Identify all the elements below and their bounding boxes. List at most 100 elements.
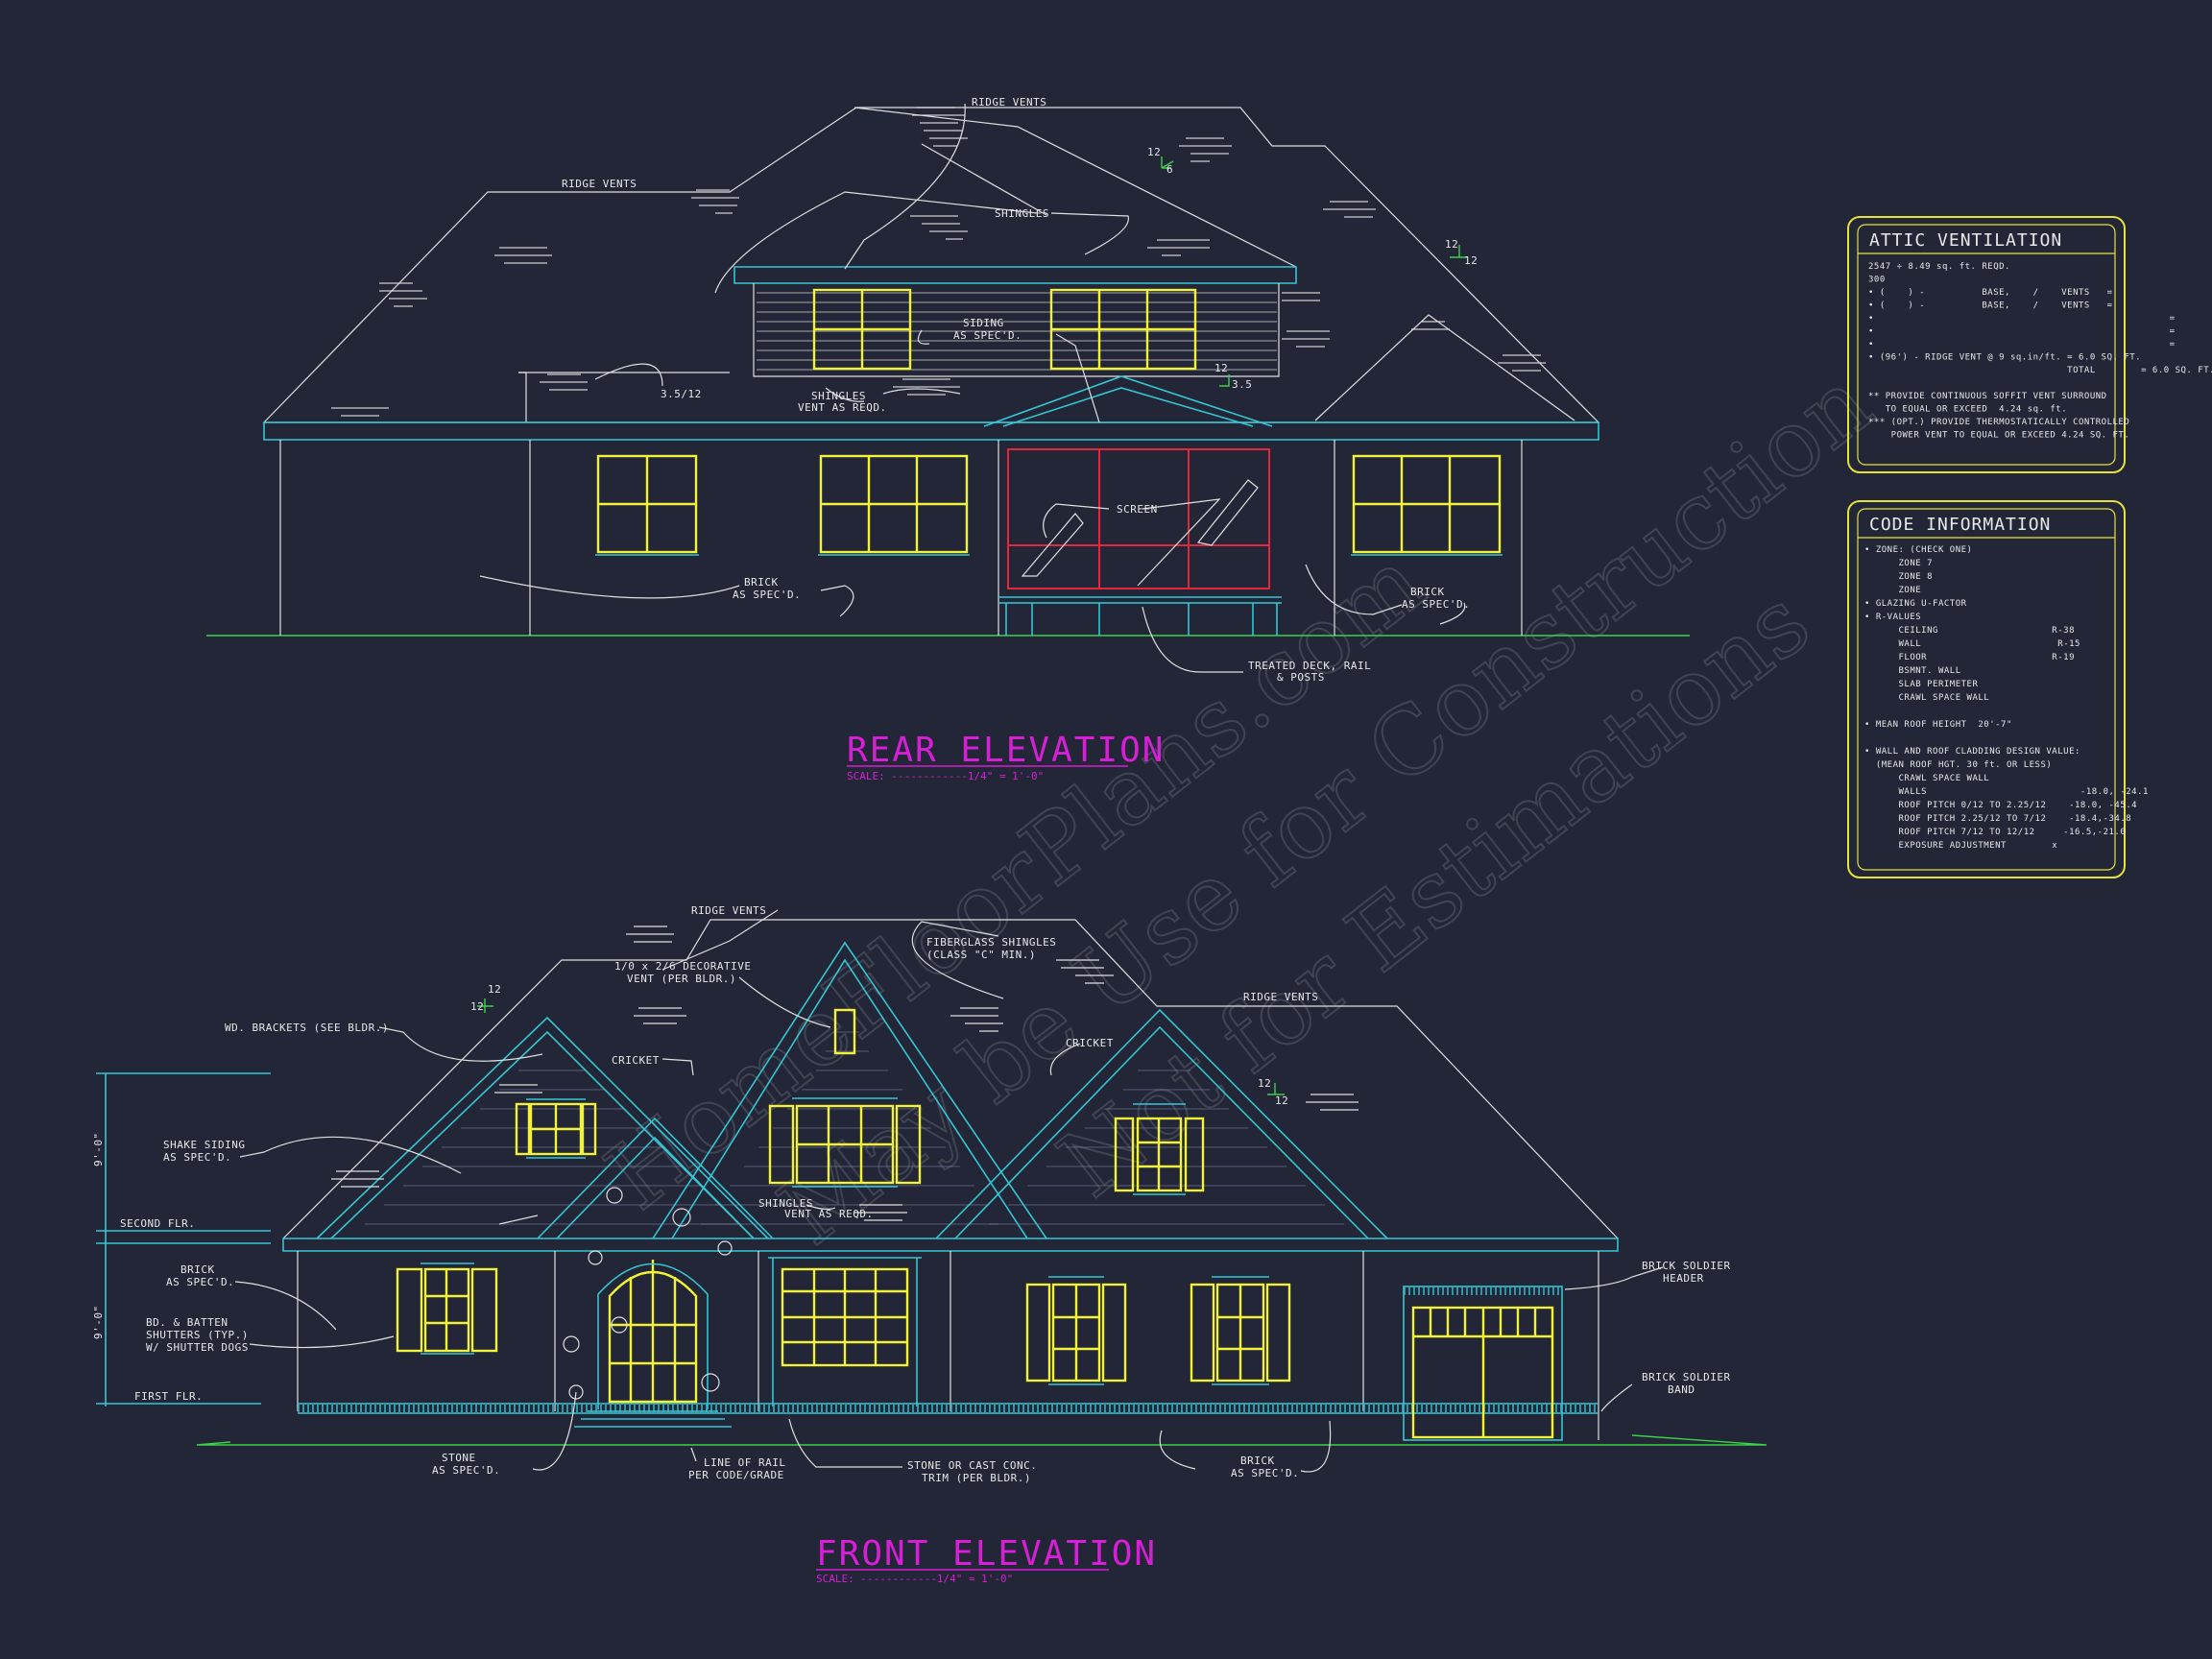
code-information-line: • R-VALUES [1864, 613, 1921, 622]
rear-dormer-siding [757, 292, 1277, 371]
rear-right-gable [1314, 314, 1575, 421]
front-elevation-title: FRONT ELEVATION [816, 1534, 1157, 1574]
rear-lower-roof-edge [518, 372, 527, 422]
front-window-right-1 [1025, 1276, 1127, 1385]
attic-ventilation-line: TOTAL = 6.0 SQ. FT. [1868, 366, 2212, 375]
rear-dormer-window-left [812, 288, 912, 371]
front-labels: RIDGE VENTS RIDGE VENTS FIBERGLASS SHING… [92, 904, 1731, 1484]
front-grade-line [196, 1434, 1767, 1446]
code-information-line: CRAWL SPACE WALL [1864, 774, 1989, 783]
front-dimension-lines [96, 1072, 271, 1407]
attic-ventilation-title: ATTIC VENTILATION [1869, 230, 2062, 251]
code-information-line: BSMNT. WALL [1864, 666, 1961, 676]
code-information-line: WALL R-15 [1864, 639, 2080, 649]
attic-ventilation-line: • = [1868, 340, 2176, 349]
front-note-rail-2: PER CODE/GRADE [688, 1469, 784, 1481]
front-pitch-12c: 12 [1258, 1077, 1271, 1090]
front-gable-left [316, 1016, 769, 1239]
front-note-fiberglass-1: FIBERGLASS SHINGLES [926, 936, 1056, 949]
rear-leaders [479, 103, 1466, 673]
front-pitch-12b: 12 [470, 1000, 484, 1013]
attic-ventilation-line: • = [1868, 314, 2176, 324]
rear-note-shingles-vent-1: SHINGLES [811, 390, 866, 402]
front-pitch-markers [477, 998, 1285, 1095]
rear-note-shingles-vent-2: VENT AS REQD. [798, 401, 887, 414]
code-information-line: ROOF PITCH 7/12 TO 12/12 -16.5,-21.0 [1864, 828, 2126, 837]
attic-ventilation-line: POWER VENT TO EQUAL OR EXCEED 4.24 SQ. F… [1868, 431, 2129, 441]
front-soldier-band [298, 1403, 1599, 1414]
front-window-right-2 [1190, 1276, 1291, 1385]
rear-pitch-12c: 12 [1464, 254, 1478, 267]
attic-ventilation-line: 300 [1868, 276, 1886, 285]
front-note-shutters-2: SHUTTERS (TYP.) [146, 1329, 249, 1341]
front-note-soldier-band-2: BAND [1668, 1383, 1695, 1396]
rear-labels: RIDGE VENTS RIDGE VENTS SHINGLES SIDING … [562, 96, 1478, 684]
rear-elevation-scale: SCALE: ------------1/4" = 1'-0" [847, 770, 1044, 782]
code-information-line: • WALL AND ROOF CLADDING DESIGN VALUE: [1864, 747, 2080, 757]
attic-ventilation-line: • ( ) - BASE, / VENTS = [1868, 301, 2113, 311]
front-note-second-flr: SECOND FLR. [120, 1217, 195, 1230]
rear-window-2 [818, 454, 970, 556]
attic-ventilation-line: • ( ) - BASE, / VENTS = [1868, 288, 2113, 298]
front-decorative-vent [833, 1008, 856, 1055]
rear-main-roof [262, 107, 1600, 423]
rear-pitch-35: 3.5 [1232, 378, 1252, 391]
attic-ventilation-line: • (96') - RIDGE VENT @ 9 sq.in/ft. = 6.0… [1868, 353, 2141, 363]
front-window-center [768, 1257, 922, 1407]
front-window-left [396, 1262, 498, 1355]
front-gable-right [935, 1008, 1388, 1239]
code-information-line: • MEAN ROOF HEIGHT 20'-7" [1864, 720, 2012, 730]
front-note-deco-vent-2: VENT (PER BLDR.) [627, 973, 736, 985]
front-note-cricket-left: CRICKET [612, 1054, 660, 1067]
front-note-brick-left-1: BRICK [180, 1263, 215, 1276]
front-note-shingles-vent-2: VENT AS REQD. [784, 1208, 874, 1220]
front-pitch-12d: 12 [1275, 1094, 1288, 1107]
attic-ventilation-line: 2547 ÷ 8.49 sq. ft. REQD. [1868, 262, 2010, 272]
rear-note-screen: SCREEN [1117, 503, 1158, 516]
rear-pitch-markers [1161, 156, 1467, 387]
front-note-brick-left-2: AS SPEC'D. [166, 1276, 234, 1288]
front-note-shutters-1: BD. & BATTEN [146, 1316, 228, 1329]
front-note-soldier-header-2: HEADER [1663, 1272, 1704, 1285]
front-wall-lines [297, 1251, 1599, 1440]
front-note-brackets: WD. BRACKETS (SEE BLDR.) [225, 1022, 389, 1034]
front-note-trim-2: TRIM (PER BLDR.) [922, 1472, 1031, 1484]
rear-note-brick-left-2: AS SPEC'D. [733, 589, 801, 601]
code-information-line: CEILING R-38 [1864, 626, 2075, 636]
attic-ventilation-line: ** PROVIDE CONTINUOUS SOFFIT VENT SURROU… [1868, 392, 2107, 401]
front-note-trim-1: STONE OR CAST CONC. [907, 1459, 1037, 1472]
code-information-line: ZONE 8 [1864, 572, 1933, 582]
rear-note-brick-right-1: BRICK [1410, 586, 1445, 598]
code-information-line: ZONE [1864, 586, 1921, 595]
front-entry-door [574, 1260, 732, 1428]
rear-window-1 [595, 454, 699, 556]
rear-dormer-eave [733, 266, 1297, 284]
code-information-title: CODE INFORMATION [1869, 515, 2051, 535]
front-brick-patches [331, 926, 1358, 1221]
front-note-brick-right-1: BRICK [1240, 1455, 1275, 1467]
front-note-soldier-header-1: BRICK SOLDIER [1642, 1260, 1731, 1272]
rear-dormer-window-right [1049, 288, 1197, 371]
rear-elevation-drawing: RIDGE VENTS RIDGE VENTS SHINGLES SIDING … [206, 96, 1690, 782]
code-information-line: SLAB PERIMETER [1864, 680, 1978, 689]
rear-note-deck-2: & POSTS [1277, 671, 1325, 684]
rear-fascia [263, 421, 1599, 441]
code-information-line: CRAWL SPACE WALL [1864, 693, 1989, 703]
front-gable-window-left [515, 1098, 597, 1159]
rear-wall-lines [279, 440, 1523, 636]
front-note-rail-1: LINE OF RAIL [704, 1456, 785, 1469]
code-information-line: WALLS -18.0, -24.1 [1864, 787, 2149, 797]
front-note-deco-vent-1: 1/0 x 2/6 DECORATIVE [614, 960, 751, 973]
rear-window-3 [1351, 454, 1503, 556]
rear-pitch-12a: 12 [1147, 146, 1161, 158]
attic-ventilation-lines: 2547 ÷ 8.49 sq. ft. REQD. 300 • ( ) - BASE… [1868, 262, 2212, 441]
front-note-ridge-vents-top: RIDGE VENTS [691, 904, 766, 917]
rear-note-shingles: SHINGLES [995, 207, 1049, 220]
front-fascia [282, 1238, 1619, 1252]
rear-pitch-6: 6 [1166, 163, 1173, 176]
rear-note-pitch: 3.5/12 [661, 388, 702, 400]
front-note-stone-1: STONE [442, 1452, 476, 1464]
front-dim-upper: 9'-0" [92, 1132, 105, 1166]
rear-upper-ridge [854, 107, 1297, 268]
